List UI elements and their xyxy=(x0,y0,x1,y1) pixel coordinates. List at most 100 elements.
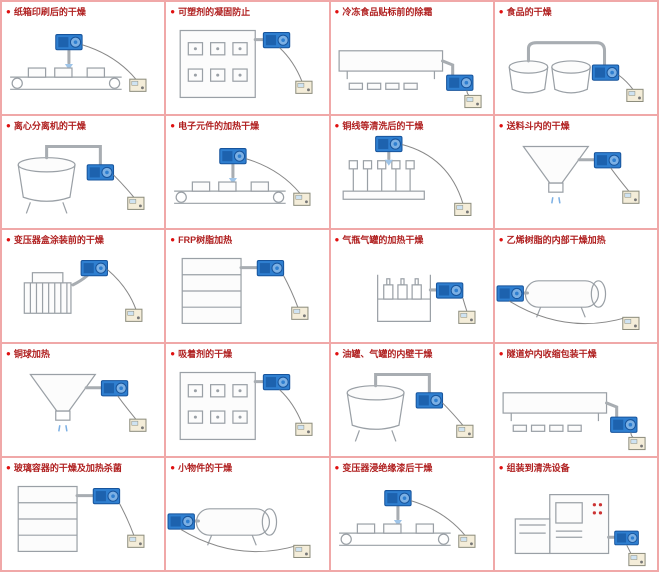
illustration-svg xyxy=(179,29,313,99)
controller-box-icon xyxy=(295,422,313,436)
cell-illustration xyxy=(495,18,657,114)
cell-header: ● 变压器浸绝缘漆后干燥 xyxy=(331,458,493,474)
hot-air-blower-icon xyxy=(415,392,443,409)
application-cell: ● 玻璃容器的干燥及加热杀菌 xyxy=(2,458,165,570)
cell-illustration xyxy=(331,132,493,228)
controller-box-icon xyxy=(127,196,145,210)
cell-header: ● 铜线等清洗后的干燥 xyxy=(331,116,493,132)
cell-header: ● FRP树脂加热 xyxy=(166,230,328,246)
controller-box-icon xyxy=(295,80,313,94)
cell-header: ● 食品的干燥 xyxy=(495,2,657,18)
cell-label: 纸箱印刷后的干燥 xyxy=(13,7,86,17)
cell-illustration xyxy=(166,18,328,114)
illustration-svg xyxy=(29,373,147,432)
controller-box-icon xyxy=(127,534,145,548)
bullet-icon: ● xyxy=(498,120,504,130)
application-cell: ● 组装到清洗设备 xyxy=(494,458,657,570)
controller-box-icon xyxy=(455,424,473,438)
controller-box-icon xyxy=(628,436,646,451)
cell-label: 铜球加热 xyxy=(13,349,50,359)
bullet-icon: ● xyxy=(334,462,340,472)
cell-label: 可塑剂的凝固防止 xyxy=(178,7,251,17)
bullet-icon: ● xyxy=(498,462,504,472)
controller-box-icon xyxy=(628,552,646,567)
cell-label: FRP树脂加热 xyxy=(178,235,233,245)
hot-air-blower-icon xyxy=(86,164,115,181)
application-cell: ● 食品的干燥 xyxy=(494,2,657,114)
bullet-icon: ● xyxy=(6,120,11,130)
cell-illustration xyxy=(166,474,328,570)
controller-box-icon xyxy=(457,534,476,548)
cell-label: 变压器盒涂装前的干燥 xyxy=(13,235,104,245)
cell-illustration xyxy=(2,360,164,456)
application-cell: ● 离心分离机的干燥 xyxy=(2,116,165,228)
illustration-svg xyxy=(346,373,473,442)
illustration-svg xyxy=(179,371,313,441)
application-cell: ● 送料斗内的干燥 xyxy=(494,116,657,228)
bullet-icon: ● xyxy=(498,6,504,16)
illustration-svg xyxy=(338,50,482,109)
hot-air-blower-icon xyxy=(593,152,622,169)
application-cell: ● 变压器盒涂装前的干燥 xyxy=(2,230,165,342)
cell-illustration xyxy=(2,18,164,114)
cell-label: 玻璃容器的干燥及加热杀菌 xyxy=(13,463,122,473)
cell-illustration xyxy=(495,246,657,342)
application-cell: ● 隧道炉内收缩包装干燥 xyxy=(494,344,657,456)
bullet-icon: ● xyxy=(170,348,176,358)
cell-illustration xyxy=(331,246,493,342)
cell-header: ● 送料斗内的干燥 xyxy=(495,116,657,132)
cell-header: ● 变压器盒涂装前的干燥 xyxy=(2,230,164,246)
application-cell: ● FRP树脂加热 xyxy=(166,230,329,342)
cell-label: 电子元件的加热干燥 xyxy=(178,121,260,131)
hot-air-blower-icon xyxy=(496,285,524,302)
illustration-svg xyxy=(17,145,145,214)
cell-label: 铜线等清洗后的干燥 xyxy=(342,121,424,131)
illustration-svg xyxy=(23,260,143,322)
hot-air-blower-icon xyxy=(263,32,291,49)
hot-air-blower-icon xyxy=(383,490,412,507)
illustration-svg xyxy=(502,392,646,451)
controller-box-icon xyxy=(293,544,311,558)
illustration-svg xyxy=(521,145,640,204)
cell-label: 乙烯树脂的内部干燥加热 xyxy=(506,235,606,245)
bullet-icon: ● xyxy=(170,120,176,130)
controller-box-icon xyxy=(291,306,309,320)
cell-illustration xyxy=(495,360,657,456)
application-cell: ● 铜线等清洗后的干燥 xyxy=(330,116,493,228)
application-cell: ● 小物件的干燥 xyxy=(166,458,329,570)
cell-header: ● 可塑剂的凝固防止 xyxy=(166,2,328,18)
illustration-svg xyxy=(376,274,476,324)
controller-box-icon xyxy=(129,418,147,432)
cell-header: ● 隧道炉内收缩包装干燥 xyxy=(495,344,657,360)
bullet-icon: ● xyxy=(6,234,11,244)
cell-label: 组装到清洗设备 xyxy=(506,463,570,473)
cell-header: ● 油罐、气罐的内壁干燥 xyxy=(331,344,493,360)
controller-box-icon xyxy=(125,308,143,322)
hot-air-blower-icon xyxy=(609,416,638,433)
cell-label: 气瓶气罐的加热干燥 xyxy=(342,235,424,245)
bullet-icon: ● xyxy=(334,120,340,130)
cell-label: 隧道炉内收缩包装干燥 xyxy=(506,349,597,359)
cell-illustration xyxy=(2,246,164,342)
bullet-icon: ● xyxy=(6,6,11,16)
cell-label: 离心分离机的干燥 xyxy=(13,121,86,131)
application-cell: ● 乙烯树脂的内部干燥加热 xyxy=(494,230,657,342)
illustration-svg xyxy=(514,494,646,567)
application-cell: ● 吸着剂的干燥 xyxy=(166,344,329,456)
cell-illustration xyxy=(166,246,328,342)
hot-air-blower-icon xyxy=(435,282,463,299)
cell-header: ● 气瓶气罐的加热干燥 xyxy=(331,230,493,246)
hot-air-blower-icon xyxy=(167,513,196,530)
cell-illustration xyxy=(331,18,493,114)
cell-header: ● 铜球加热 xyxy=(2,344,164,360)
cell-label: 冷冻食品贴标前的除霜 xyxy=(342,7,433,17)
cell-header: ● 玻璃容器的干燥及加热杀菌 xyxy=(2,458,164,474)
bullet-icon: ● xyxy=(170,6,176,16)
illustration-svg xyxy=(338,490,476,548)
illustration-svg xyxy=(167,508,311,558)
illustration-svg xyxy=(17,485,145,553)
cell-header: ● 电子元件的加热干燥 xyxy=(166,116,328,132)
cell-header: ● 乙烯树脂的内部干燥加热 xyxy=(495,230,657,246)
